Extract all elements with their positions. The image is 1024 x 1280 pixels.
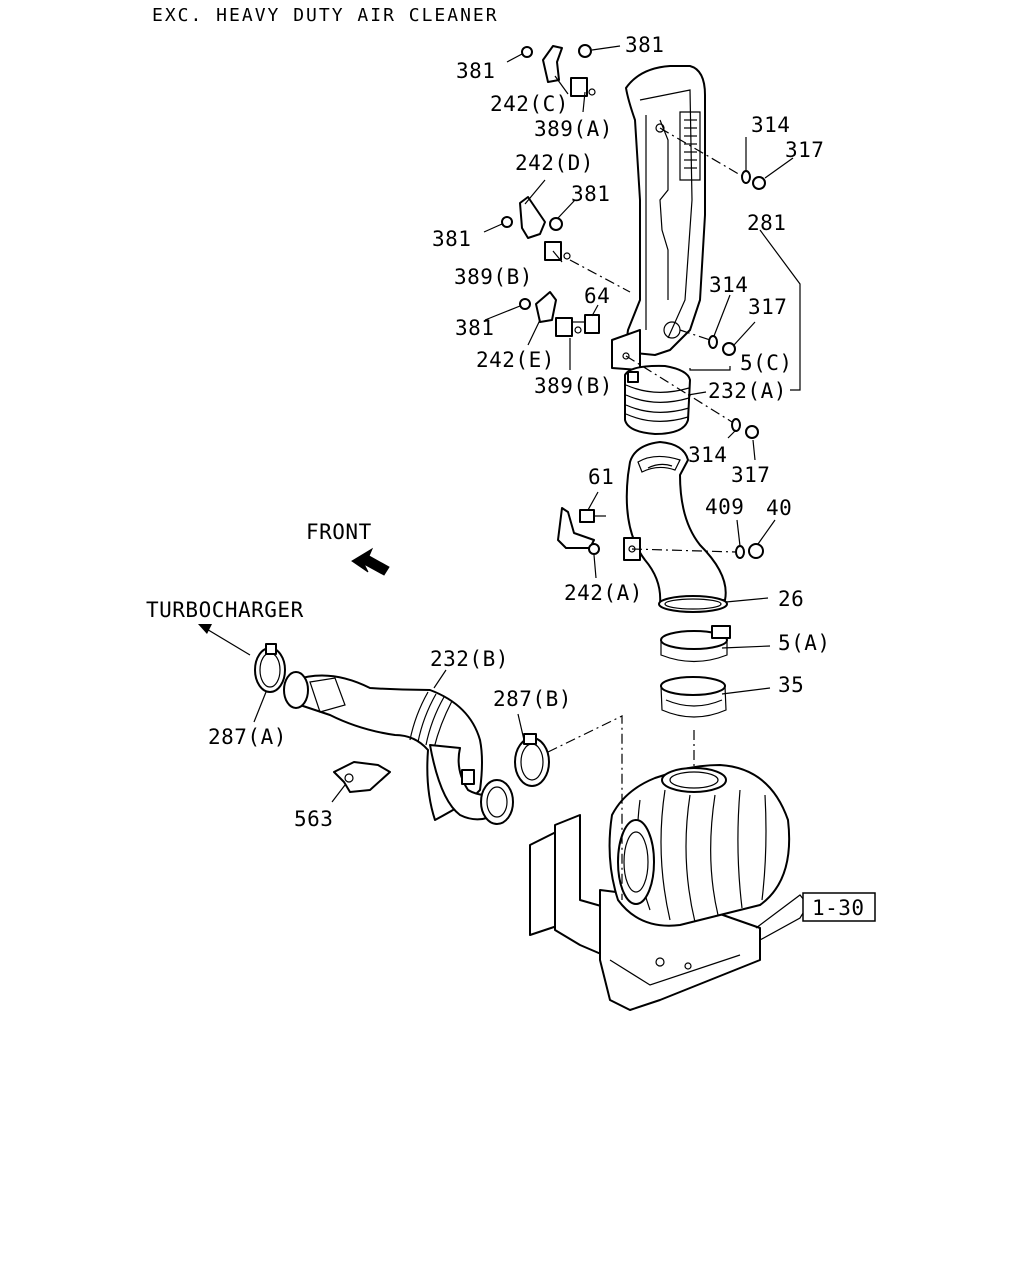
bracket-563 xyxy=(333,761,391,793)
reference-label: 1-30 xyxy=(812,896,865,920)
callout-317: 317 xyxy=(748,295,787,319)
callout-5c: 5(C) xyxy=(740,351,793,375)
clamp-287a xyxy=(254,643,286,693)
callout-40: 40 xyxy=(766,496,792,520)
diagram-title: EXC. HEAVY DUTY AIR CLEANER xyxy=(152,5,499,26)
air-cleaner-assembly xyxy=(529,764,791,1011)
callout-35: 35 xyxy=(778,673,804,697)
callout-64: 64 xyxy=(584,284,610,308)
leader-lines xyxy=(204,45,809,941)
callout-242c: 242(C) xyxy=(490,92,569,116)
bellows-232a xyxy=(624,364,691,435)
callout-26: 26 xyxy=(778,587,804,611)
callout-5a: 5(A) xyxy=(778,631,831,655)
callout-409: 409 xyxy=(705,495,744,519)
callout-61: 61 xyxy=(588,465,614,489)
callout-314: 314 xyxy=(709,273,748,297)
elbow-duct-26 xyxy=(623,441,728,613)
clamp-5a xyxy=(660,625,731,663)
alignment-lines xyxy=(547,127,743,900)
callout-389b: 389(B) xyxy=(454,265,533,289)
callout-242a: 242(A) xyxy=(564,581,643,605)
callout-314: 314 xyxy=(688,443,727,467)
callout-317: 317 xyxy=(785,138,824,162)
clamp-287b xyxy=(514,733,550,787)
callout-317: 317 xyxy=(731,463,770,487)
snorkel-duct xyxy=(611,65,706,371)
callout-381: 381 xyxy=(455,316,494,340)
callout-287b: 287(B) xyxy=(493,687,572,711)
callout-389a: 389(A) xyxy=(534,117,613,141)
callout-242d: 242(D) xyxy=(515,151,594,175)
callout-381: 381 xyxy=(432,227,471,251)
callout-381: 381 xyxy=(571,182,610,206)
turbocharger-arrow-head xyxy=(198,624,212,634)
callout-381: 381 xyxy=(625,33,664,57)
adapter-ring-35 xyxy=(660,676,727,718)
callout-314: 314 xyxy=(751,113,790,137)
direction-arrows xyxy=(198,547,390,634)
reference-box xyxy=(802,892,876,922)
hardware-parts xyxy=(501,44,766,559)
callout-242e: 242(E) xyxy=(476,348,555,372)
bracket-242a xyxy=(557,507,606,555)
callout-381: 381 xyxy=(456,59,495,83)
turbocharger-label: TURBOCHARGER xyxy=(146,598,304,622)
front-label: FRONT xyxy=(306,520,372,544)
lower-hose-232b xyxy=(283,671,514,825)
callout-232a: 232(A) xyxy=(708,379,787,403)
callout-287a: 287(A) xyxy=(208,725,287,749)
callout-281: 281 xyxy=(747,211,786,235)
callout-389b: 389(B) xyxy=(534,374,613,398)
front-arrow-icon xyxy=(351,547,390,576)
callout-563: 563 xyxy=(294,807,333,831)
callout-232b: 232(B) xyxy=(430,647,509,671)
